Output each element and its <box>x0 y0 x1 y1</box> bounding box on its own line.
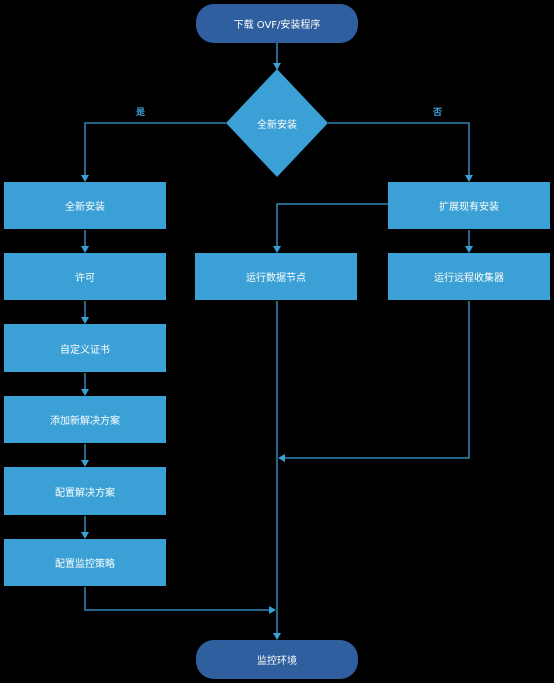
branch-no-label: 否 <box>433 108 443 118</box>
step-run-data-node: 运行数据节点 <box>195 253 357 300</box>
decision-label: 全新安装 <box>257 119 297 131</box>
decision-diamond <box>226 69 328 177</box>
step-license: 许可 <box>4 253 166 300</box>
step-custom-certificate: 自定义证书 <box>4 324 166 372</box>
step-run-remote-collector: 运行远程收集器 <box>388 253 550 300</box>
step-add-solution: 添加新解决方案 <box>4 396 166 443</box>
step-expand-install: 扩展现有安装 <box>388 182 550 229</box>
arrow-remote-collector-merge <box>278 301 470 462</box>
step-configure-solution: 配置解决方案 <box>4 467 166 515</box>
arrow-expand-to-data-node <box>273 203 388 253</box>
arrow-decision-no <box>328 122 473 182</box>
start-node: 下载 OVF/安装程序 <box>196 4 358 43</box>
step-new-install: 全新安装 <box>4 182 166 229</box>
step-configure-policy: 配置监控策略 <box>4 539 166 586</box>
branch-yes-label: 是 <box>136 108 146 118</box>
arrow-step6-merge <box>84 587 276 614</box>
arrow-decision-yes <box>81 122 226 182</box>
end-node: 监控环境 <box>196 640 358 679</box>
